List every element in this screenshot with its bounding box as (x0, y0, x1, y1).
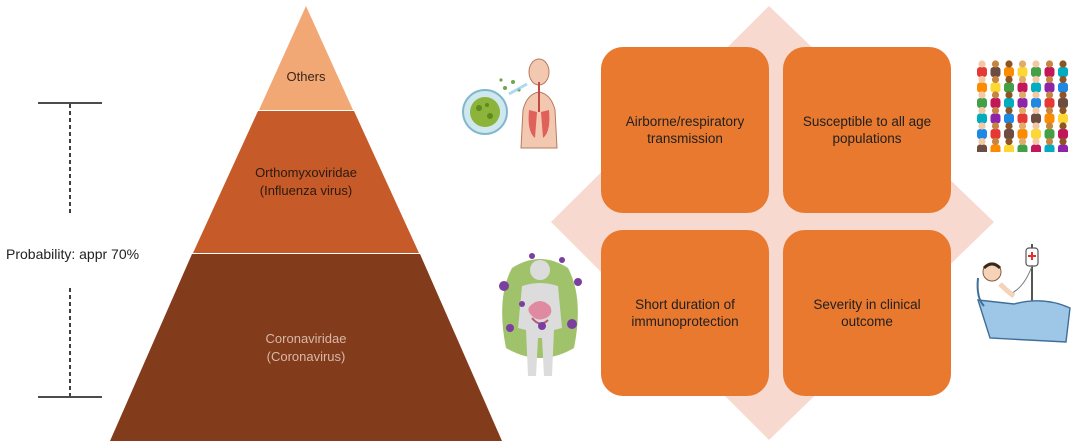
tier-label-coronaviridae: Coronaviridae (Coronavirus) (265, 331, 347, 364)
crowd-people-icon (975, 56, 1071, 152)
feature-text-short-duration: Short duration of immunoprotection (631, 297, 739, 329)
feature-text-severity: Severity in clinical outcome (813, 297, 921, 329)
feature-card-airborne: Airborne/respiratory transmission (601, 47, 769, 213)
hospital-patient-icon (976, 244, 1071, 343)
pyramid-tier-orthomyxoviridae (193, 111, 419, 253)
pyramid-tier-others (259, 6, 353, 110)
feature-card-short-duration: Short duration of immunoprotection (601, 230, 769, 396)
feature-text-airborne: Airborne/respiratory transmission (625, 114, 745, 146)
feature-card-severity: Severity in clinical outcome (783, 230, 951, 396)
feature-text-susceptible: Susceptible to all age populations (802, 114, 932, 146)
tier-label-others: Others (286, 69, 326, 84)
pyramid-tier-coronaviridae (110, 254, 502, 441)
immune-body-virus-icon (499, 253, 582, 376)
respiratory-infection-icon (457, 50, 582, 150)
tier-label-orthomyxoviridae: Orthomyxoviridae (Influenza virus) (255, 165, 357, 198)
feature-card-susceptible: Susceptible to all age populations (783, 47, 951, 213)
probability-label: Probability: appr 70% (6, 246, 140, 262)
